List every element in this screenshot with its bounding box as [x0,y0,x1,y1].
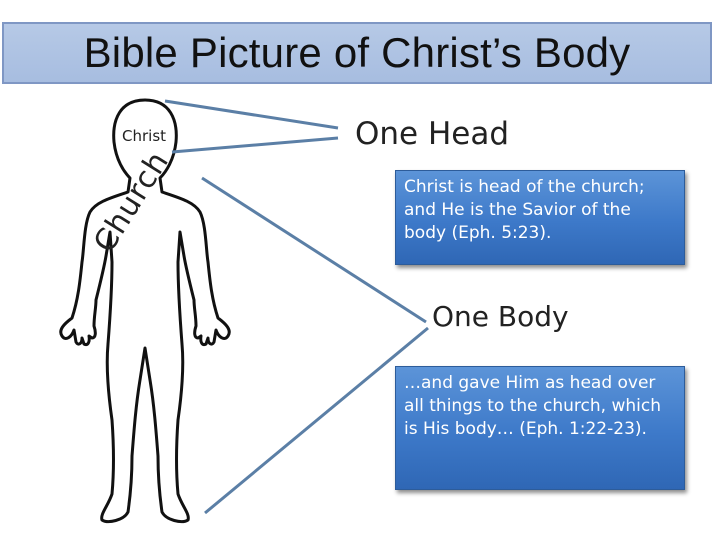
body-scripture-box: …and gave Him as head over all things to… [395,366,685,490]
head-scripture-box: Christ is head of the church; and He is … [395,170,685,265]
connector-body-upper [201,176,427,324]
connector-head-lower [171,136,339,154]
human-body-outline [59,98,231,524]
page-title: Bible Picture of Christ’s Body [83,29,631,76]
one-head-label: One Head [355,116,510,152]
title-banner: Bible Picture of Christ’s Body [2,22,712,84]
connector-head-upper [164,99,339,130]
connector-body-lower [204,326,429,515]
head-label: Christ [122,127,167,145]
one-body-label: One Body [432,300,569,333]
